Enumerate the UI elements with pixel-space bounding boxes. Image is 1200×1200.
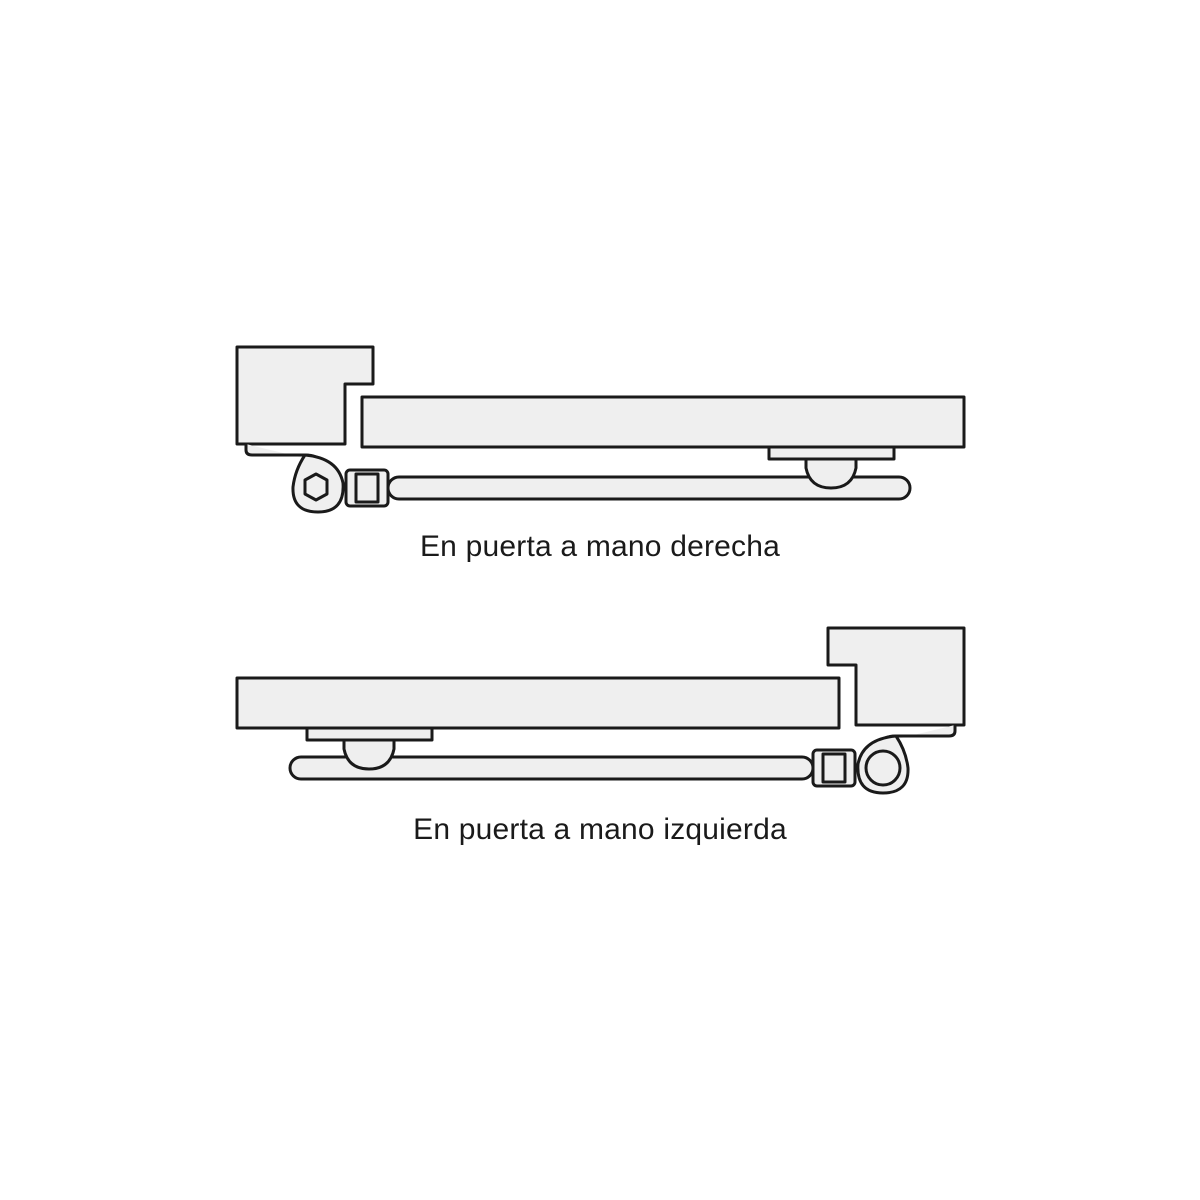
door-leaf-left: [235, 676, 841, 730]
caption-left-hand-door: En puerta a mano izquierda: [413, 813, 787, 846]
round-spindle-left: [864, 749, 902, 787]
arm-rod-left: [288, 755, 815, 781]
door-leaf-right: [360, 395, 966, 449]
left-hand-installation: [235, 626, 966, 795]
caption-right-hand-door: En puerta a mano derecha: [419, 530, 781, 563]
arm-rod-right: [386, 475, 912, 501]
closer-body-right: [235, 345, 375, 446]
arm-joint-inner-left: [821, 752, 847, 784]
shoe-knob-right: [804, 457, 858, 490]
shoe-knob-left: [342, 738, 396, 771]
hex-spindle-right: [303, 472, 329, 502]
right-hand-installation: [235, 345, 966, 514]
shoe-plate-left: [305, 726, 434, 742]
arm-joint-inner-right: [354, 472, 380, 504]
closer-body-left: [826, 626, 966, 727]
shoe-plate-right: [767, 445, 896, 461]
